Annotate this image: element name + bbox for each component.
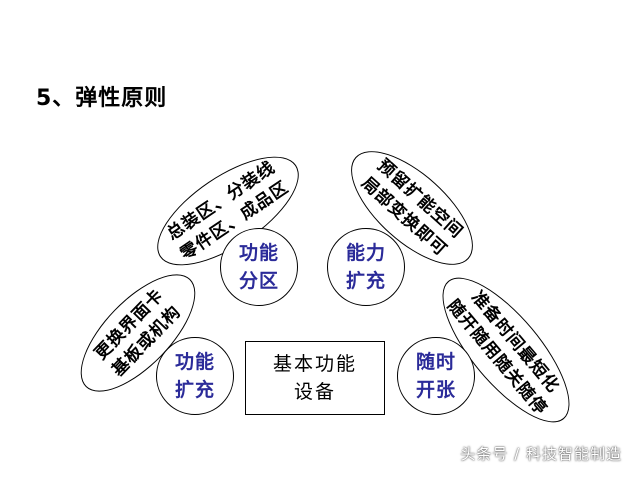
circle-function-expand-line1: 功能: [174, 351, 215, 373]
center-box-line2: 设备: [293, 381, 336, 403]
circle-capacity-expand-line1: 能力: [345, 242, 386, 264]
circle-flexible-open: 随时 开张: [397, 337, 475, 415]
circle-function-zone-line1: 功能: [238, 242, 279, 264]
circle-function-expand: 功能 扩充: [156, 337, 234, 415]
circle-capacity-expand-line2: 扩充: [345, 270, 386, 292]
watermark: 头条号 / 科技智能制造: [460, 445, 622, 463]
center-box-basic-function: 基本功能 设备: [245, 341, 385, 415]
circle-function-expand-line2: 扩充: [174, 379, 215, 401]
circle-function-zone-line2: 分区: [238, 270, 279, 292]
circle-flexible-open-line2: 开张: [415, 379, 456, 401]
circle-flexible-open-line1: 随时: [415, 351, 456, 373]
circle-capacity-expand: 能力 扩充: [327, 228, 405, 306]
circle-function-zone: 功能 分区: [220, 228, 298, 306]
center-box-line1: 基本功能: [272, 353, 357, 375]
page-title: 5、弹性原则: [36, 86, 168, 111]
